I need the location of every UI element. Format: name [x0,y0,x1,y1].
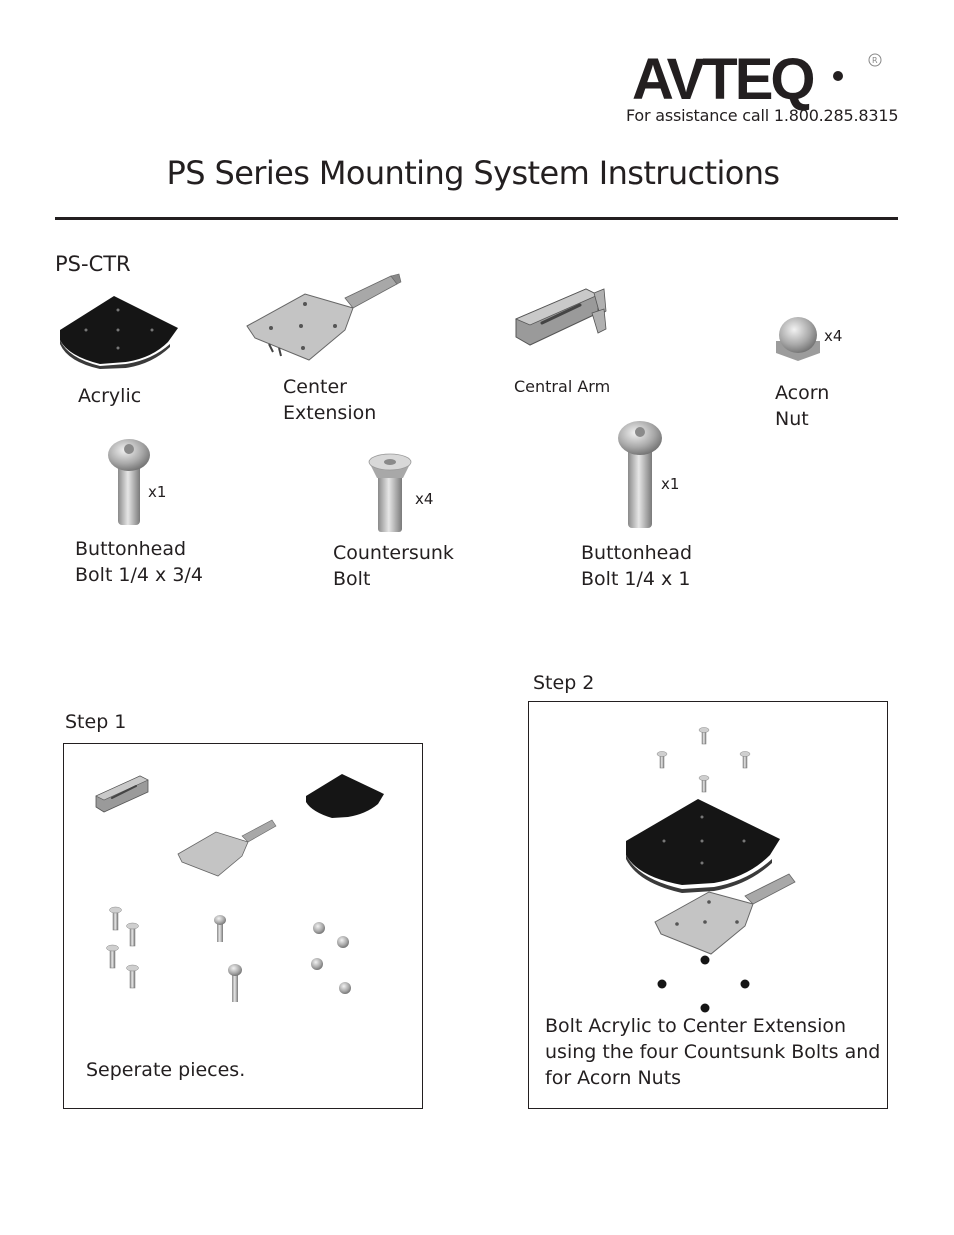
step-1-text: Seperate pieces. [86,1059,246,1081]
central-arm-illustration [514,288,607,346]
part-label-buttonhead-long: Buttonhead Bolt 1/4 x 1 [581,542,693,590]
step-2-acrylic [626,799,780,893]
step-2-countersunk-bolts [656,727,751,793]
part-label-central-arm: Central Arm [514,377,611,396]
avteq-logo: AVTEQ R [632,47,882,112]
page-title: PS Series Mounting System Instructions [166,154,781,192]
step-2-panel: Bolt Acrylic to Center Extension using t… [528,701,888,1109]
center-extension-illustration [246,273,402,361]
step-2-text: Bolt Acrylic to Center Extension using t… [545,1015,881,1089]
step-1-central-arm [95,775,149,813]
acrylic-plate-illustration [60,296,178,369]
buttonhead-bolt-long-illustration [618,421,662,528]
buttonhead-bolt-short-illustration [108,439,150,525]
step-1-countersunk-bolts [106,906,139,989]
part-label-buttonhead-short: Buttonhead Bolt 1/4 x 3/4 [75,538,203,586]
acorn-nut-illustration [776,317,820,361]
buttonhead-short-qty: x1 [148,483,167,501]
step-2-center-extension [654,873,796,955]
step-2-acorn-nuts [657,955,750,1013]
acorn-nut-qty: x4 [824,327,843,345]
part-label-countersunk: Countersunk Bolt [333,542,454,590]
part-label-center-extension: Center Extension [283,376,377,424]
step-2-label: Step 2 [533,672,595,694]
svg-text:R: R [872,56,878,65]
logo-text: AVTEQ [632,47,813,112]
step-1-label: Step 1 [65,711,127,733]
step-1-panel: Seperate pieces. [63,743,423,1109]
step-1-acorn-nuts [311,922,351,994]
countersunk-qty: x4 [415,490,434,508]
countersunk-bolt-illustration [368,453,412,532]
title-divider [55,217,898,220]
part-label-acrylic: Acrylic [78,385,142,407]
assistance-phone: For assistance call 1.800.285.8315 [626,106,899,125]
step-1-acrylic [306,774,384,818]
part-label-acorn-nut: Acorn Nut [775,382,830,430]
step-1-center-extension [177,819,277,877]
model-number: PS-CTR [55,252,131,276]
step-1-buttonhead-bolts [214,915,242,1002]
buttonhead-long-qty: x1 [661,475,680,493]
